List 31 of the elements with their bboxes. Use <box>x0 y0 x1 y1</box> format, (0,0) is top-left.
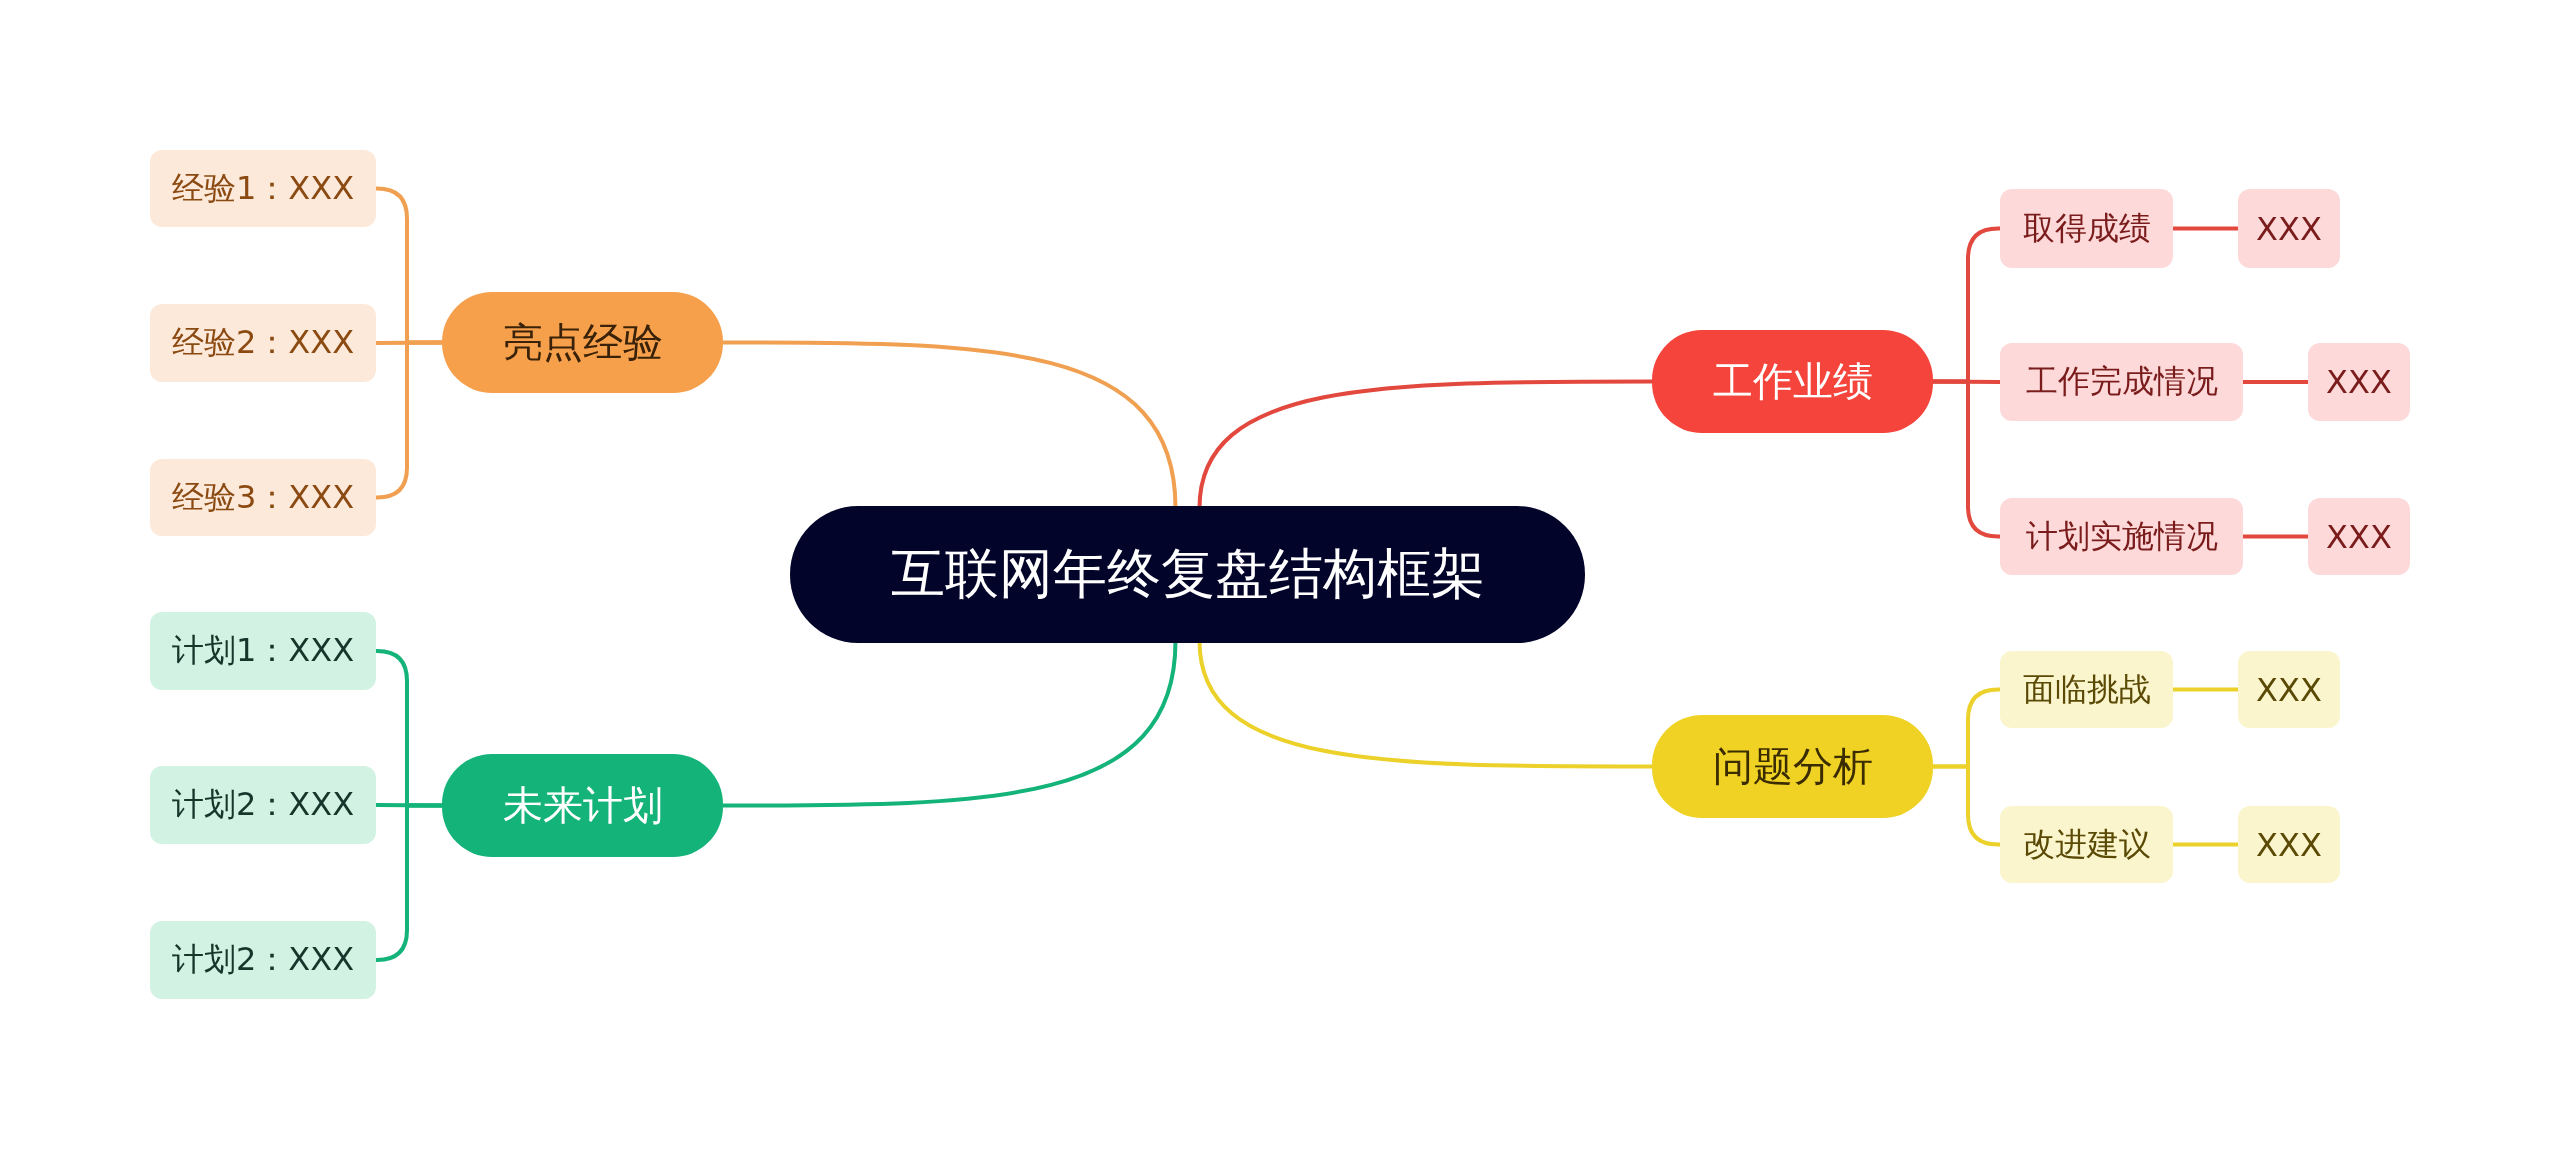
central-topic-box: 互联网年终复盘结构框架 <box>790 506 1585 643</box>
subtopic-box: XXX <box>2308 498 2410 575</box>
connector-line <box>723 340 1178 509</box>
subtopic-box: 取得成绩 <box>2000 189 2173 268</box>
connector-line <box>2243 534 2308 539</box>
subtopic-box: 工作完成情况 <box>2000 343 2243 421</box>
branch-topic-box: 问题分析 <box>1652 715 1933 818</box>
subtopic-box: 经验1：XXX <box>150 150 376 227</box>
subtopic-box: 计划1：XXX <box>150 612 376 690</box>
connector-line <box>2173 687 2238 692</box>
subtopic-box: 改进建议 <box>2000 806 2173 883</box>
connector-line <box>1197 379 1652 509</box>
connector-line <box>2173 226 2238 231</box>
subtopic-box: XXX <box>2238 189 2340 268</box>
subtopic-box: XXX <box>2308 343 2410 421</box>
branch-topic-box: 未来计划 <box>442 754 723 857</box>
subtopic-box: 计划2：XXX <box>150 921 376 999</box>
subtopic-box: 计划实施情况 <box>2000 498 2243 575</box>
connector-line <box>2173 842 2238 847</box>
connector-line <box>1197 640 1652 769</box>
connector-line <box>2243 380 2308 384</box>
branch-topic-box: 亮点经验 <box>442 292 723 393</box>
subtopic-box: 面临挑战 <box>2000 651 2173 728</box>
connector-line <box>723 640 1178 808</box>
connector-line <box>376 803 442 808</box>
subtopic-box: XXX <box>2238 806 2340 883</box>
subtopic-box: 经验3：XXX <box>150 459 376 536</box>
subtopic-box: 计划2：XXX <box>150 766 376 844</box>
subtopic-box: XXX <box>2238 651 2340 728</box>
branch-topic-box: 工作业绩 <box>1652 330 1933 433</box>
subtopic-box: 经验2：XXX <box>150 304 376 382</box>
